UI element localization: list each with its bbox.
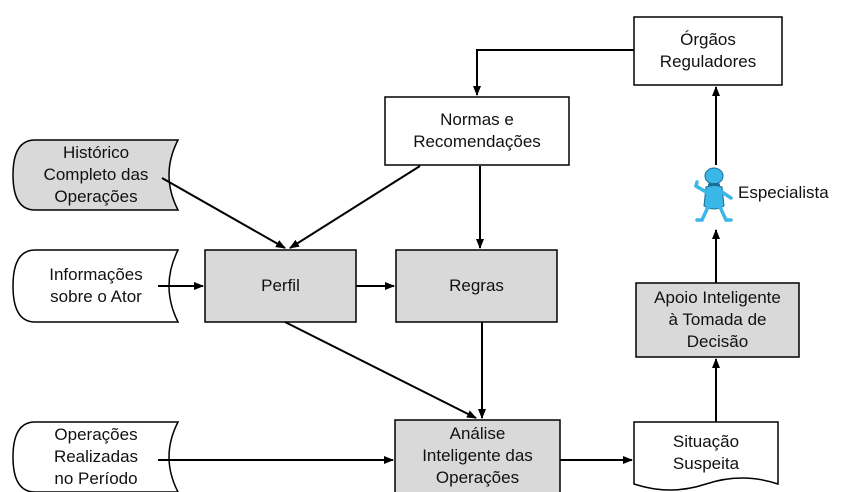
analise-label-line: Inteligente das: [422, 446, 533, 465]
especialista-label: Especialista: [738, 180, 838, 206]
historico-label-line: Histórico: [62, 143, 130, 162]
situacao-label-line: Situação: [672, 432, 740, 451]
orgaos-label-line: Reguladores: [659, 52, 757, 71]
apoio-label: Apoio Inteligente à Tomada de Decisão: [636, 283, 799, 357]
informacoes-label-line: Informações: [49, 265, 143, 284]
regras-box: [395, 249, 558, 323]
especialista-label-line: Especialista: [738, 183, 829, 202]
regras-label-line: Regras: [449, 276, 504, 295]
regras-label: Regras: [396, 250, 557, 322]
historico-label-line: Operações: [54, 187, 138, 206]
normas-label-line: Recomendações: [413, 132, 541, 151]
analise-label-line: Análise: [449, 424, 506, 443]
apoio-box: [635, 282, 800, 358]
perfil-label-line: Perfil: [261, 276, 300, 295]
orgaos-label-line: Órgãos: [680, 30, 736, 49]
apoio-label-line: à Tomada de: [668, 310, 767, 329]
normas-label: Normas e Recomendações: [385, 97, 569, 165]
orgaos-box: [633, 16, 783, 86]
apoio-label-line: Apoio Inteligente: [654, 288, 781, 307]
historico-label-line: Completo das: [43, 165, 149, 184]
arrow-perfil-to-analise: [284, 321, 477, 419]
especialista-icon: [693, 167, 733, 222]
analise-label-line: Operações: [435, 468, 520, 487]
informacoes-store-shape: [12, 249, 180, 323]
situacao-document-shape: [633, 421, 779, 491]
normas-label-line: Normas e: [440, 110, 514, 129]
analise-box: [394, 419, 561, 492]
apoio-label-line: Decisão: [686, 332, 749, 351]
arrow-orgaos-to-normas: [473, 49, 634, 96]
perfil-label: Perfil: [205, 250, 356, 322]
operacoes-label-line: Operações: [54, 425, 138, 444]
normas-box: [384, 96, 570, 166]
informacoes-label-line: sobre o Ator: [50, 287, 142, 306]
historico-store-shape: [12, 139, 180, 211]
informacoes-label: Informações sobre o Ator: [26, 250, 166, 322]
arrow-normas-to-perfil: [289, 165, 421, 249]
operacoes-label-line: no Período: [54, 469, 138, 488]
situacao-label-line: Suspeita: [672, 454, 740, 473]
arrow-historico-to-perfil: [161, 177, 286, 249]
operacoes-label-line: Realizadas: [53, 447, 139, 466]
operacoes-store-shape: [12, 421, 180, 492]
